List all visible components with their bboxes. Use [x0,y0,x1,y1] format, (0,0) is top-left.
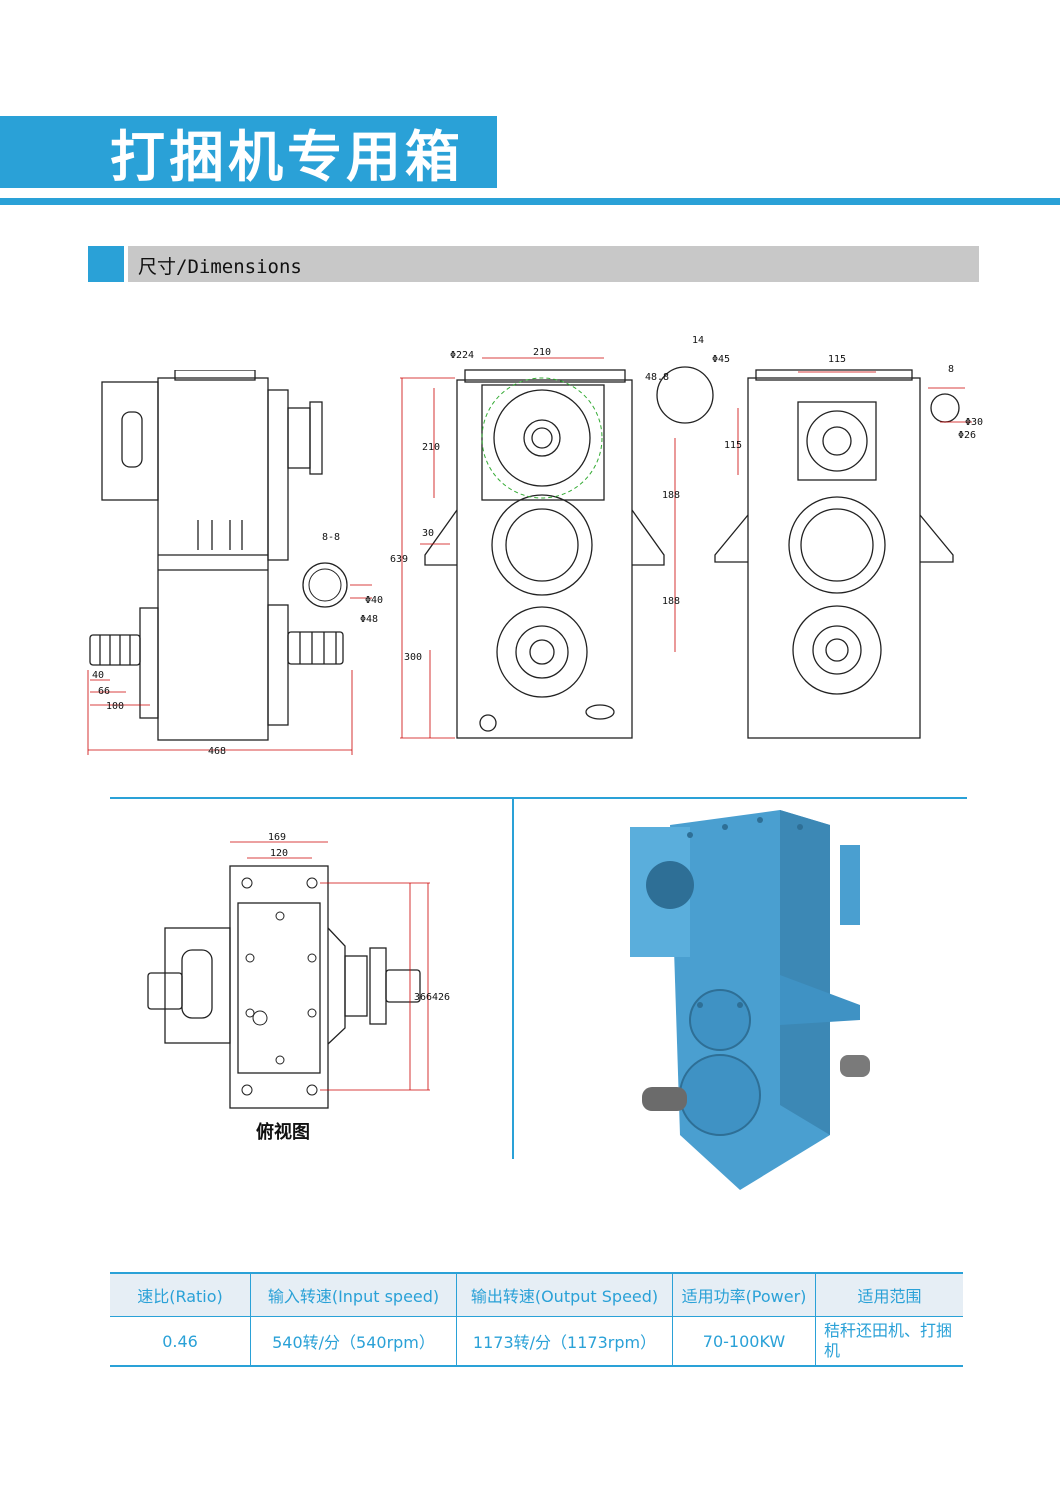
dim-48-8: 48.8 [645,372,669,383]
front-view-drawing: Φ224 210 14 Φ45 48.8 210 639 30 188 188 … [390,335,730,739]
dim-366: 366 [414,992,432,1003]
dim-spline: 8-8 [322,532,340,543]
cell-application: 秸秆还田机、打捆机 [815,1316,963,1367]
divider-horizontal [110,797,967,799]
spec-header-row: 速比(Ratio) 输入转速(Input speed) 输出转速(Output … [110,1272,963,1317]
dim-115-side: 115 [724,440,742,451]
col-power: 适用功率(Power) [672,1272,816,1317]
cell-output-speed: 1173转/分（1173rpm） [456,1316,673,1367]
dim-639: 639 [390,554,408,565]
dim-210-top: 210 [533,347,551,358]
rear-view-drawing: 115 8 Φ30 Φ26 115 [714,354,983,739]
dim-8: 8 [948,364,954,375]
page-title: 打捆机专用箱 [110,125,465,189]
dim-120: 120 [270,848,288,859]
title-band [0,116,497,188]
col-output-speed: 输出转速(Output Speed) [456,1272,673,1317]
section-title: 尺寸/Dimensions [138,256,302,278]
dim-468: 468 [208,746,226,757]
gearbox-photo [630,810,870,1190]
section-marker [88,246,124,282]
cell-ratio: 0.46 [110,1316,251,1367]
dim-dia45: Φ45 [712,354,730,365]
top-view-label: 俯视图 [256,1122,310,1143]
side-view-drawing: 8-8 Φ40 Φ48 40 66 100 468 [87,370,383,757]
dim-426: 426 [432,992,450,1003]
dim-188-a: 188 [662,490,680,501]
dim-dia40: Φ40 [365,595,383,606]
dim-169: 169 [268,832,286,843]
dim-210-side: 210 [422,442,440,453]
dim-dia224: Φ224 [450,350,474,361]
dim-66: 66 [98,686,110,697]
title-rule [0,198,1060,205]
dim-dia30: Φ30 [965,417,983,428]
col-application: 适用范围 [815,1272,963,1317]
cell-input-speed: 540转/分（540rpm） [250,1316,457,1367]
divider-vertical [512,799,514,1159]
dim-14: 14 [692,335,704,346]
dim-30: 30 [422,528,434,539]
dim-dia48: Φ48 [360,614,378,625]
dim-300: 300 [404,652,422,663]
dim-188-b: 188 [662,596,680,607]
dim-40: 40 [92,670,104,681]
top-view-drawing: 169 120 366 426 [147,832,450,1109]
dim-dia26: Φ26 [958,430,976,441]
dim-100: 100 [106,701,124,712]
col-input-speed: 输入转速(Input speed) [250,1272,457,1317]
dim-115-top: 115 [828,354,846,365]
col-ratio: 速比(Ratio) [110,1272,251,1317]
cell-power: 70-100KW [672,1316,816,1367]
section-bar [128,246,979,282]
spec-table: 速比(Ratio) 输入转速(Input speed) 输出转速(Output … [110,1272,963,1367]
table-row: 0.46 540转/分（540rpm） 1173转/分（1173rpm） 70-… [110,1316,963,1367]
